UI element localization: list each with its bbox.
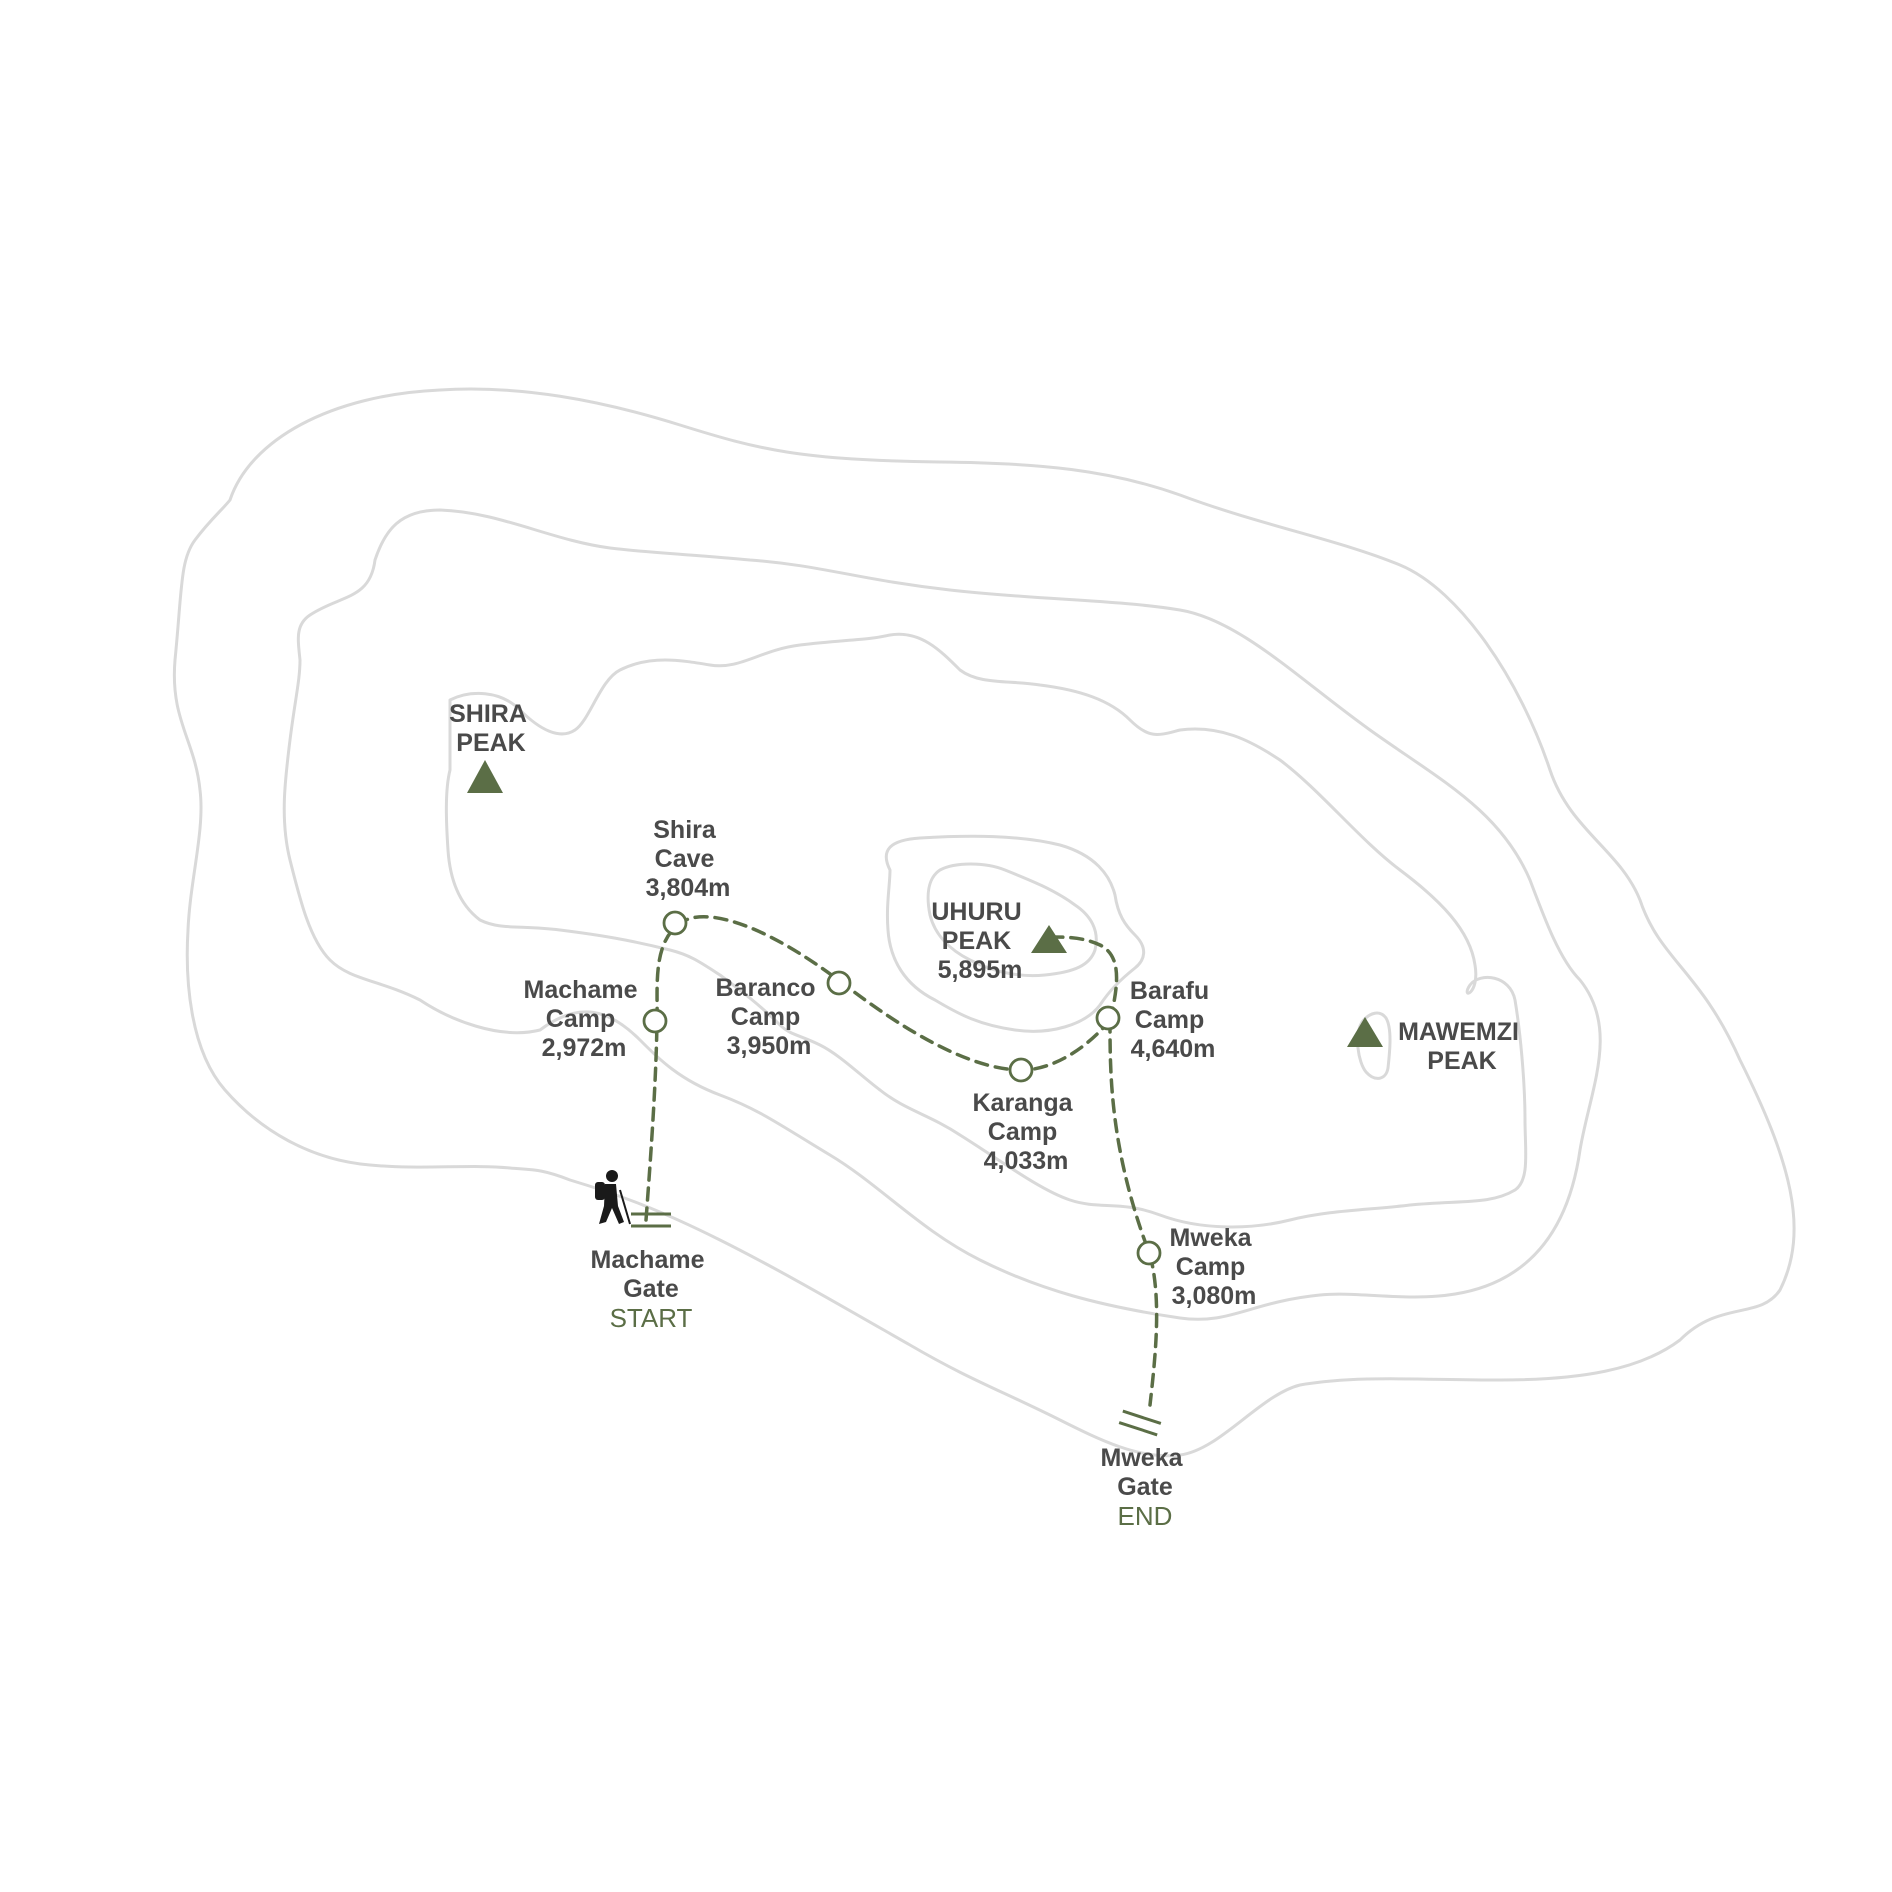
camp-circle-icon[interactable] bbox=[642, 1008, 668, 1034]
triangle-peak-icon[interactable] bbox=[467, 760, 503, 793]
hiker-icon bbox=[595, 1170, 631, 1225]
camp-circle-icon[interactable] bbox=[662, 910, 688, 936]
karanga-camp-label: Karanga Camp 4,033m bbox=[973, 1089, 1080, 1175]
triangle-peak-icon[interactable] bbox=[1031, 925, 1067, 953]
camp-markers bbox=[642, 910, 1162, 1266]
barafu-camp-label: Barafu Camp 4,640m bbox=[1130, 977, 1216, 1063]
contour-summit bbox=[926, 862, 1098, 978]
camp-circle-icon[interactable] bbox=[826, 970, 852, 996]
peak-markers bbox=[467, 760, 1383, 1047]
contour-mawemzi bbox=[1356, 1011, 1392, 1080]
contour-outer bbox=[172, 387, 1796, 1458]
machame-camp-label: Machame Camp 2,972m bbox=[524, 976, 645, 1062]
contour-fourth bbox=[884, 834, 1146, 1033]
contour-third bbox=[444, 632, 1528, 1229]
triangle-peak-icon[interactable] bbox=[1347, 1017, 1383, 1047]
baranco-camp-label: Baranco Camp 3,950m bbox=[716, 974, 823, 1060]
uhuru-peak-label: UHURU PEAK 5,895m bbox=[931, 898, 1028, 984]
mweka-camp-label: Mweka Camp 3,080m bbox=[1170, 1224, 1259, 1310]
route-summit bbox=[1051, 935, 1119, 1022]
camp-circle-icon[interactable] bbox=[1095, 1005, 1121, 1031]
shira-cave-label: Shira Cave 3,804m bbox=[646, 816, 731, 902]
contour-second bbox=[282, 508, 1602, 1321]
camp-circle-icon[interactable] bbox=[1136, 1240, 1162, 1266]
shira-peak-label: SHIRA PEAK bbox=[449, 700, 533, 757]
start-label: START bbox=[610, 1303, 693, 1333]
end-label: END bbox=[1118, 1501, 1173, 1531]
labels: SHIRA PEAK UHURU PEAK 5,895m MAWEMZI PEA… bbox=[449, 700, 1526, 1531]
mawemzi-peak-label: MAWEMZI PEAK bbox=[1398, 1018, 1526, 1075]
machame-gate-label: Machame Gate bbox=[591, 1246, 712, 1303]
gate-icon-machame bbox=[631, 1212, 671, 1228]
camp-circle-icon[interactable] bbox=[1008, 1057, 1034, 1083]
mweka-gate-label: Mweka Gate bbox=[1101, 1444, 1190, 1501]
gate-icon-mweka bbox=[1118, 1409, 1162, 1437]
contour-lines bbox=[172, 387, 1796, 1458]
